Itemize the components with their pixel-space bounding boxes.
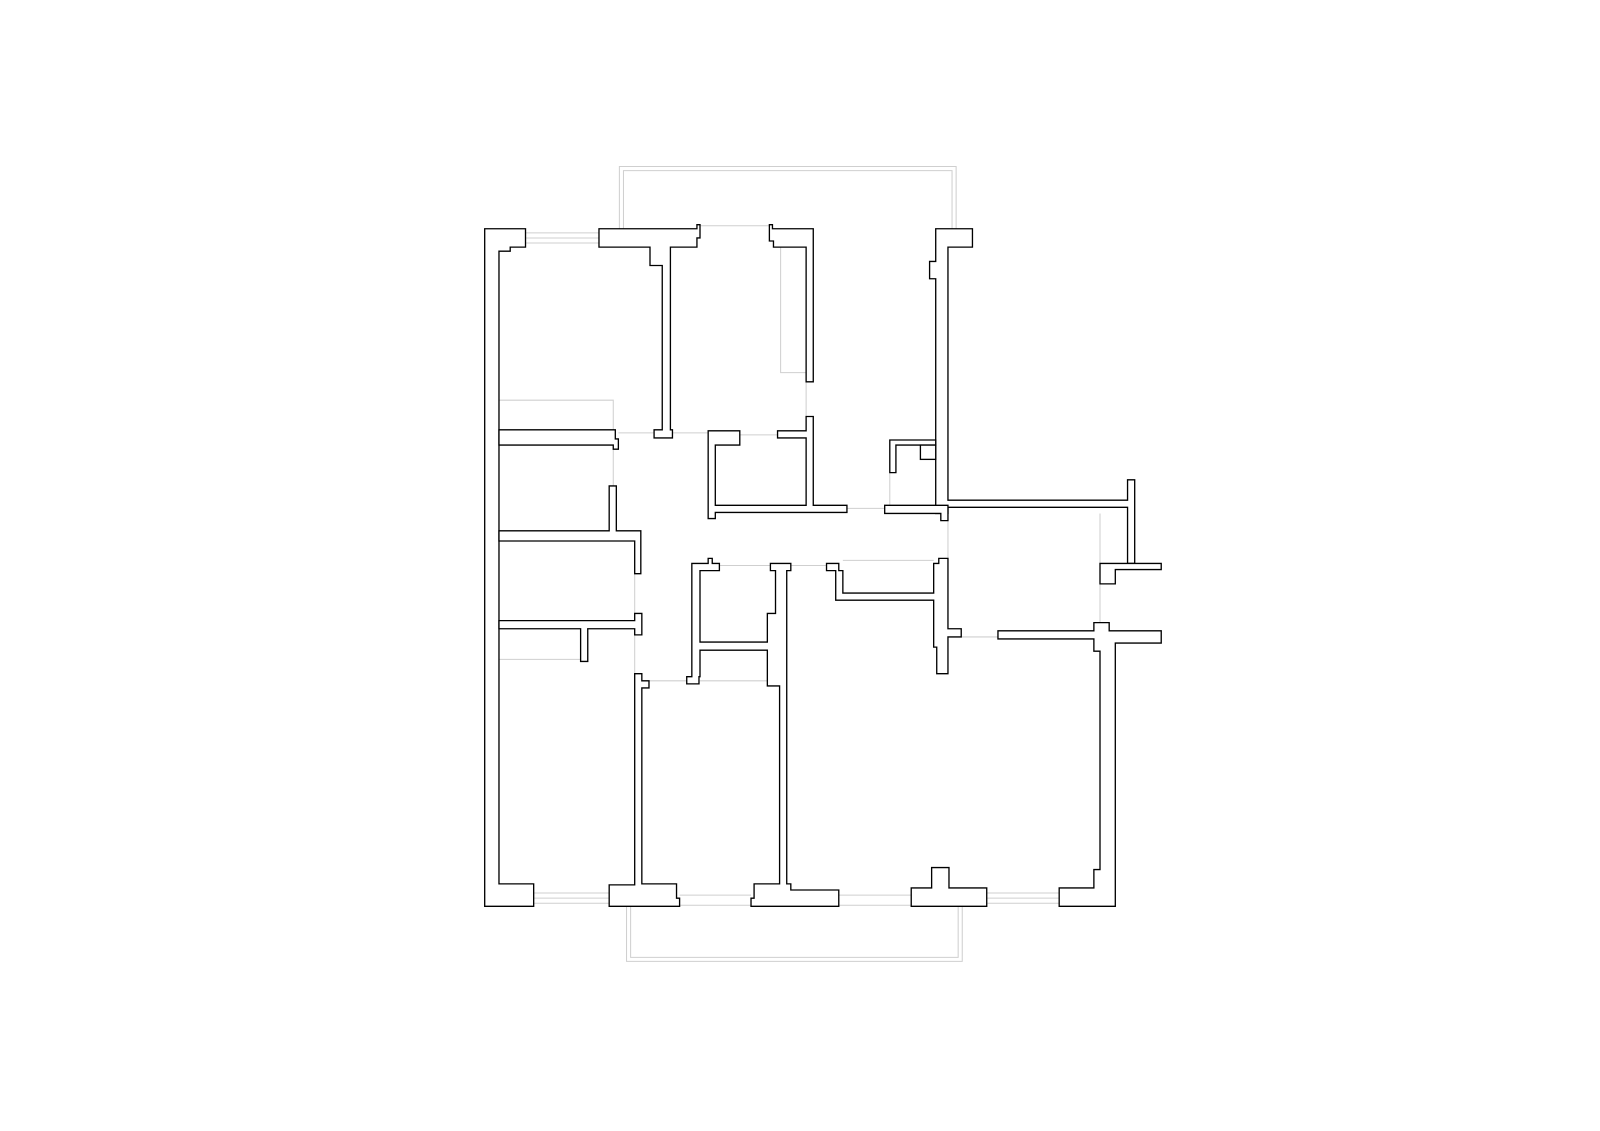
wall-right-exterior-lower (997, 621, 1162, 907)
wall-partition-left (608, 673, 681, 907)
wall-closet-upper (707, 415, 848, 520)
window-bottom-1 (533, 892, 610, 904)
window-top-left (525, 232, 599, 244)
wall-bottom-pier (910, 866, 988, 907)
counter-line (498, 399, 614, 430)
window-bottom-4 (986, 892, 1060, 904)
wall-top-right (768, 224, 814, 383)
wall-right-exterior-upper (928, 228, 1136, 565)
openings (498, 225, 1101, 906)
wall-left-exterior (484, 228, 535, 907)
wall-top-middle (598, 224, 701, 439)
wall-closets-middle (686, 557, 840, 907)
wall-room-3-top (498, 485, 642, 575)
wall-room-3-bottom (498, 612, 643, 663)
top-balcony (618, 166, 957, 229)
interior-openings (612, 381, 1101, 682)
wall-wc (889, 439, 937, 474)
wall-right-stub (1099, 562, 1162, 585)
window-bottom-3 (838, 894, 912, 906)
wall-room-2-top (498, 429, 620, 450)
wall-wc-shaft (919, 444, 937, 461)
built-in-closet (780, 247, 807, 374)
walls (484, 224, 1162, 907)
bottom-balcony (626, 906, 963, 962)
wall-wc-bottom (884, 504, 949, 522)
balconies (618, 166, 963, 962)
window-bottom-2 (679, 894, 752, 906)
wall-storage-right (825, 557, 962, 675)
